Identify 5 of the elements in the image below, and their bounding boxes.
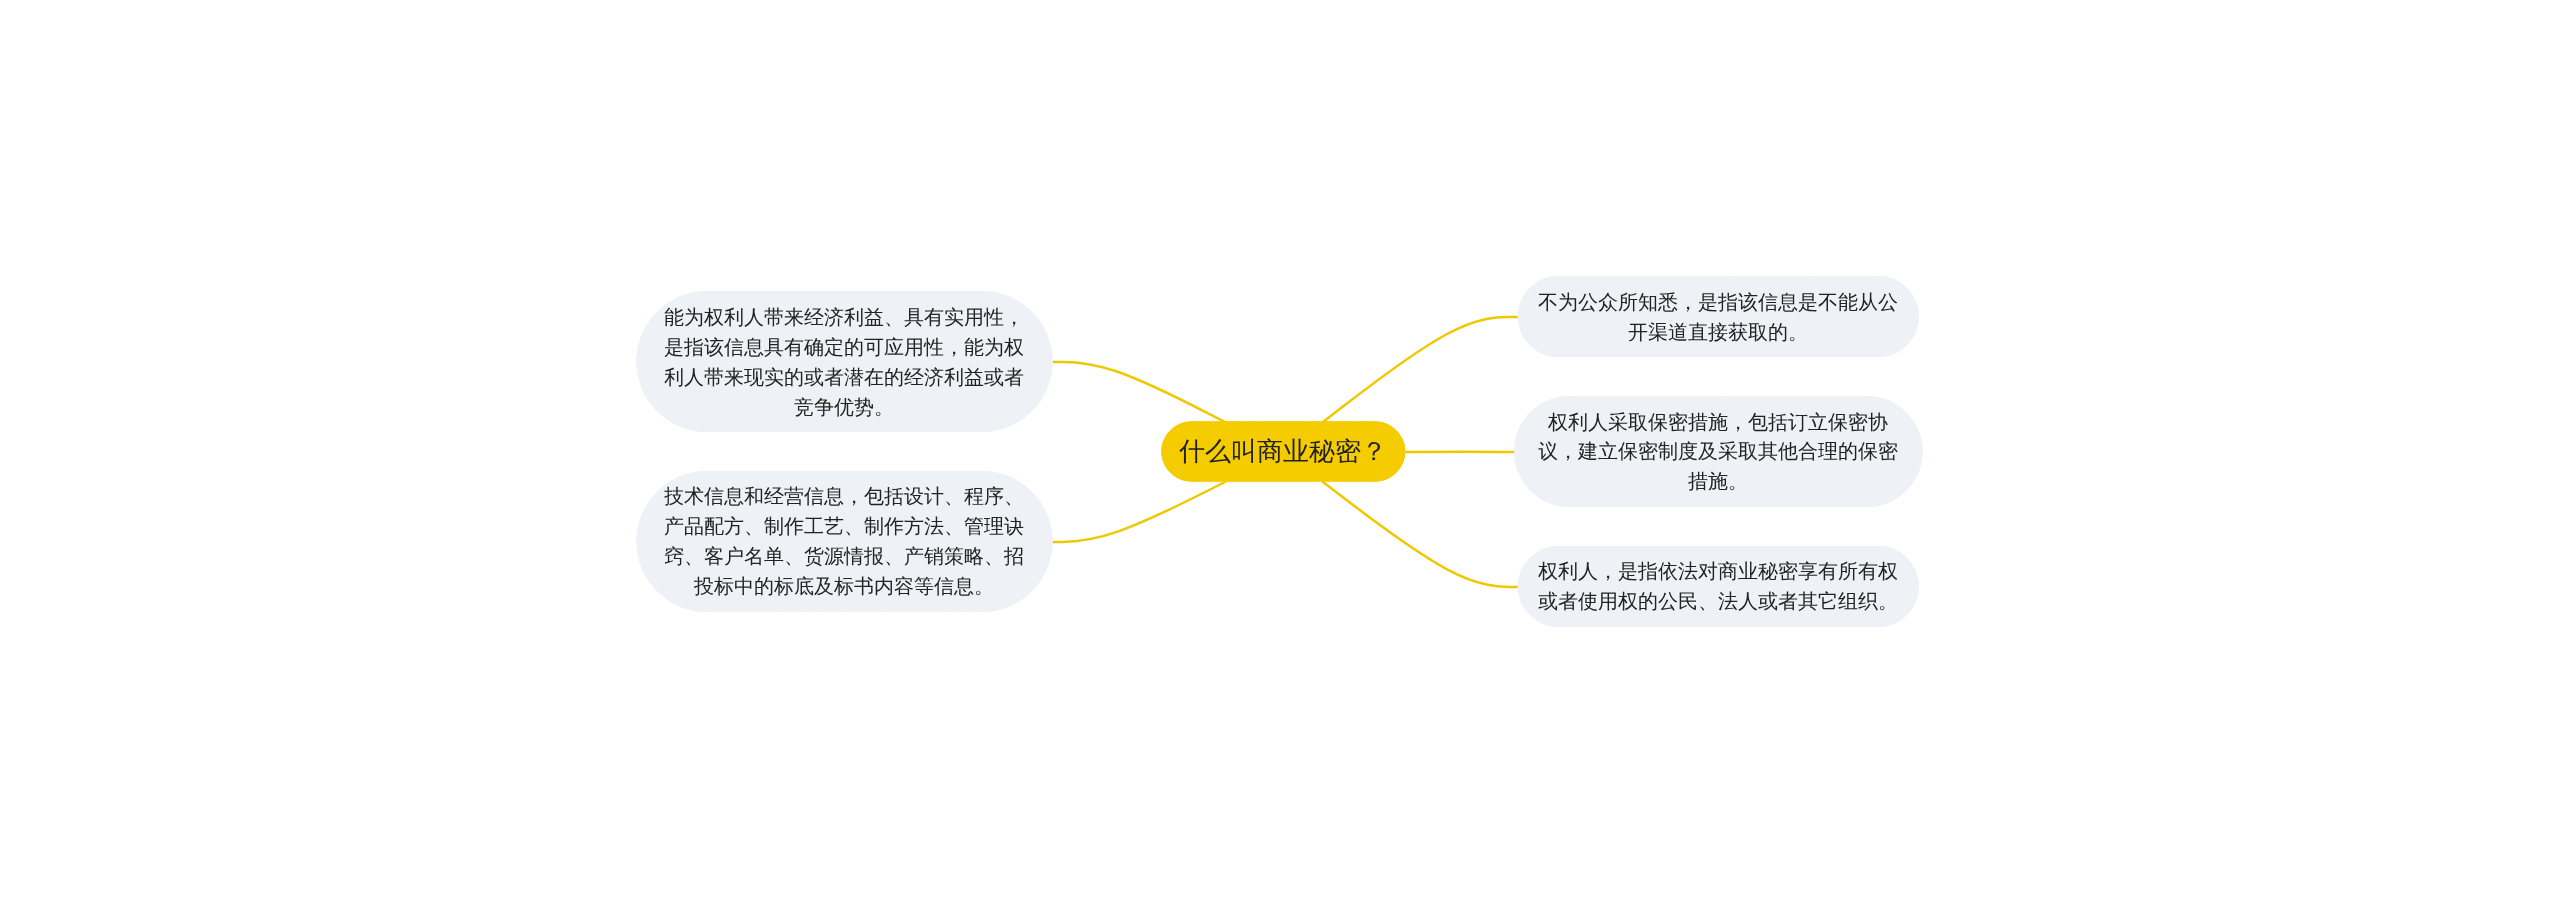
connector (1052, 360, 1227, 424)
connector (1322, 315, 1520, 424)
connector (1405, 450, 1516, 454)
connector (1052, 480, 1227, 544)
connector (1322, 480, 1520, 589)
